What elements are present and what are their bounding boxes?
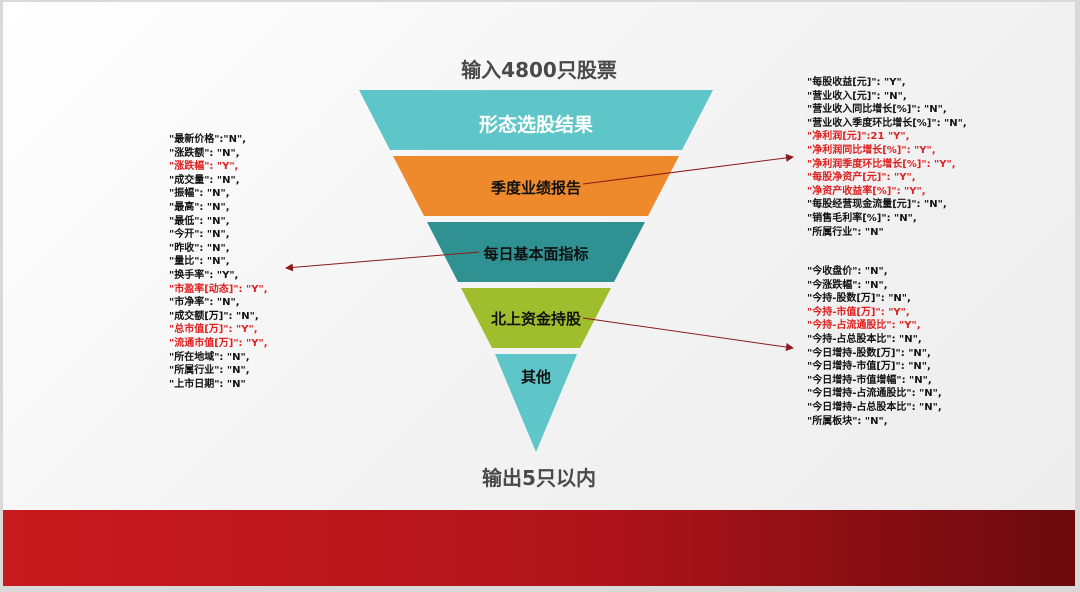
layer-label-northbound-holdings: 北上资金持股 [490, 310, 581, 328]
daily-fundamentals-field-item: "所属行业": "N", [169, 365, 250, 377]
northbound-holdings-field-item: "今日增持-市值[万]": "N", [807, 361, 931, 373]
daily-fundamentals-field-item: "总市值[万]": "Y", [169, 324, 258, 336]
quarterly-report-field-item: "营业收入同比增长[%]": "N", [807, 104, 947, 116]
northbound-holdings-field-item: "今日增持-股数[万]": "N", [807, 347, 931, 359]
northbound-holdings-field-item: "今持-占总股本比": "N", [807, 333, 922, 345]
quarterly-report-field-item: "净利润同比增长[%]": "Y", [807, 144, 936, 156]
northbound-holdings-field-item: "今持-市值[万]": "Y", [807, 306, 910, 318]
daily-fundamentals-field-item: "最新价格":"N", [169, 134, 247, 145]
funnel-layer-3-shape [427, 222, 645, 282]
arrow-daily-to-list [285, 251, 480, 272]
quarterly-report-field-item: "所属行业": "N" [807, 226, 884, 238]
layer-label-shape-selection: 形态选股结果 [478, 114, 593, 136]
northbound-holdings-field-item: "今持-占流通股比": "Y", [807, 320, 921, 332]
quarterly-report-field-list: "每股收益[元]": "Y", "营业收入[元]": "N", "营业收入同比增长[… [807, 76, 967, 239]
daily-fundamentals-field-item: "成交额[万]": "N", [169, 310, 259, 322]
northbound-holdings-field-item: "今日增持-占流通股比": "N", [807, 388, 942, 400]
funnel-diagram [285, 90, 794, 452]
arrow-quarterly-to-list [582, 153, 794, 185]
northbound-holdings-field-item: "今日增持-占总股本比": "N", [807, 401, 942, 413]
daily-fundamentals-field-item: "涨跌额": "N", [169, 147, 240, 159]
northbound-holdings-field-item: "所属板块": "N", [807, 415, 888, 427]
funnel-layer-5-shape [495, 354, 577, 452]
quarterly-report-field-item: "净利润[元]":21 "Y", [807, 131, 910, 143]
arrow-northbound-to-list [582, 317, 794, 351]
daily-fundamentals-field-item: "涨跌幅": "Y", [169, 161, 239, 173]
slide: 输入4800只股票 形态选股结果 季度业绩报告 每日基本面指标 北上资金持股 其… [3, 2, 1075, 586]
daily-fundamentals-field-item: "量比": "N", [169, 256, 230, 268]
quarterly-report-field-item: "营业收入季度环比增长[%]": "N", [807, 117, 967, 129]
output-title: 输出5只以内 [482, 466, 596, 490]
quarterly-report-field-item: "净资产收益率[%]": "Y", [807, 185, 926, 197]
northbound-holdings-field-item: "今日增持-市值增幅": "N", [807, 374, 932, 386]
funnel-layer-2-shape [393, 156, 679, 216]
daily-fundamentals-field-item: "所在地域": "N", [169, 351, 250, 363]
daily-fundamentals-field-item: "成交量": "N", [169, 174, 240, 186]
layer-label-quarterly-report: 季度业绩报告 [490, 179, 581, 197]
quarterly-report-field-item: "每股经营现金流量[元]": "N", [807, 199, 947, 211]
daily-fundamentals-field-item: "昨收": "N", [169, 242, 230, 254]
northbound-holdings-field-list: "今收盘价": "N", "今涨跌幅": "N", "今持-股数[万]": "N",… [807, 265, 942, 428]
daily-fundamentals-field-list: "最新价格":"N", "涨跌额": "N", "涨跌幅": "Y","成交量": … [169, 133, 268, 391]
daily-fundamentals-field-item: "最高": "N", [169, 201, 230, 213]
footer-band [3, 510, 1075, 586]
funnel-layer-4-shape [461, 288, 611, 348]
northbound-holdings-field-item: "今涨跌幅": "N", [807, 279, 888, 291]
daily-fundamentals-field-item: "市净率": "N", [169, 297, 240, 309]
daily-fundamentals-field-item: "市盈率[动态]": "Y", [169, 283, 268, 295]
northbound-holdings-field-item: "今持-股数[万]": "N", [807, 293, 911, 305]
daily-fundamentals-field-item: "最低": "N", [169, 215, 230, 227]
layer-label-daily-fundamentals: 每日基本面指标 [483, 245, 589, 263]
funnel-layer-1-shape [359, 90, 713, 150]
daily-fundamentals-field-item: "上市日期": "N" [169, 378, 246, 390]
layer-label-other: 其他 [520, 368, 551, 386]
quarterly-report-field-item: "销售毛利率[%]": "N", [807, 212, 917, 224]
daily-fundamentals-field-item: "流通市值[万]": "Y", [169, 337, 268, 349]
quarterly-report-field-item: "营业收入[元]": "N", [807, 90, 907, 102]
quarterly-report-field-item: "净利润季度环比增长[%]": "Y", [807, 158, 956, 170]
daily-fundamentals-field-item: "振幅": "N", [169, 188, 230, 200]
input-title: 输入4800只股票 [461, 58, 617, 82]
daily-fundamentals-field-item: "换手率": "Y", [169, 269, 239, 281]
daily-fundamentals-field-item: "今开": "N", [169, 229, 230, 241]
quarterly-report-field-item: "每股收益[元]": "Y", [807, 77, 906, 88]
quarterly-report-field-item: "每股净资产[元]": "Y", [807, 172, 916, 184]
northbound-holdings-field-item: "今收盘价": "N", [807, 266, 888, 277]
